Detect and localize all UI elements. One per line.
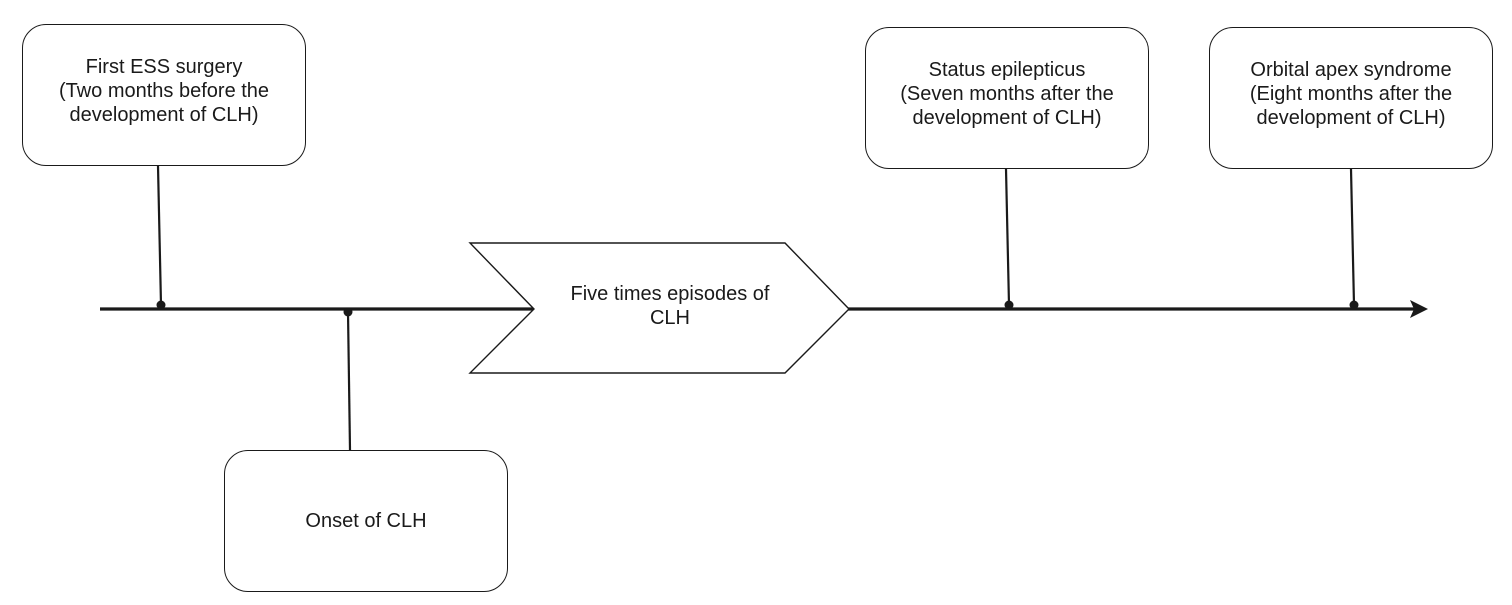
marker-onset — [343, 307, 353, 317]
event-box-first-ess-surgery: First ESS surgery (Two months before the… — [22, 24, 306, 166]
first-ess-timing: (Two months before the — [58, 80, 270, 102]
event-box-orbital-apex-syndrome: Orbital apex syndrome (Eight months afte… — [1209, 27, 1493, 169]
marker-status — [1004, 300, 1014, 310]
timeline-arrowhead — [1410, 300, 1428, 318]
connector-onset — [346, 311, 352, 451]
first-ess-title: First ESS surgery — [85, 56, 243, 78]
marker-orbital — [1349, 300, 1359, 310]
orbital-title: Orbital apex syndrome — [1250, 59, 1452, 81]
connector-status — [1004, 168, 1011, 306]
status-title: Status epilepticus — [928, 59, 1086, 81]
orbital-timing-cont: development of CLH) — [1256, 107, 1446, 129]
connector-orbital — [1349, 168, 1356, 306]
marker-first-ess — [156, 300, 166, 310]
event-box-status-epilepticus: Status epilepticus (Seven months after t… — [865, 27, 1149, 169]
status-timing: (Seven months after the — [900, 83, 1114, 105]
episodes-chevron-label: Five times episodes of CLH — [520, 282, 820, 330]
connector-first-ess — [156, 165, 163, 306]
episodes-title-cont: CLH — [649, 307, 690, 329]
status-timing-cont: development of CLH) — [912, 107, 1102, 129]
episodes-title: Five times episodes of — [570, 283, 770, 305]
orbital-timing: (Eight months after the — [1249, 83, 1453, 105]
first-ess-timing-cont: development of CLH) — [69, 104, 259, 126]
onset-title: Onset of CLH — [305, 510, 427, 532]
event-box-onset-of-clh: Onset of CLH — [224, 450, 508, 592]
episodes-chevron-shape — [468, 242, 850, 374]
